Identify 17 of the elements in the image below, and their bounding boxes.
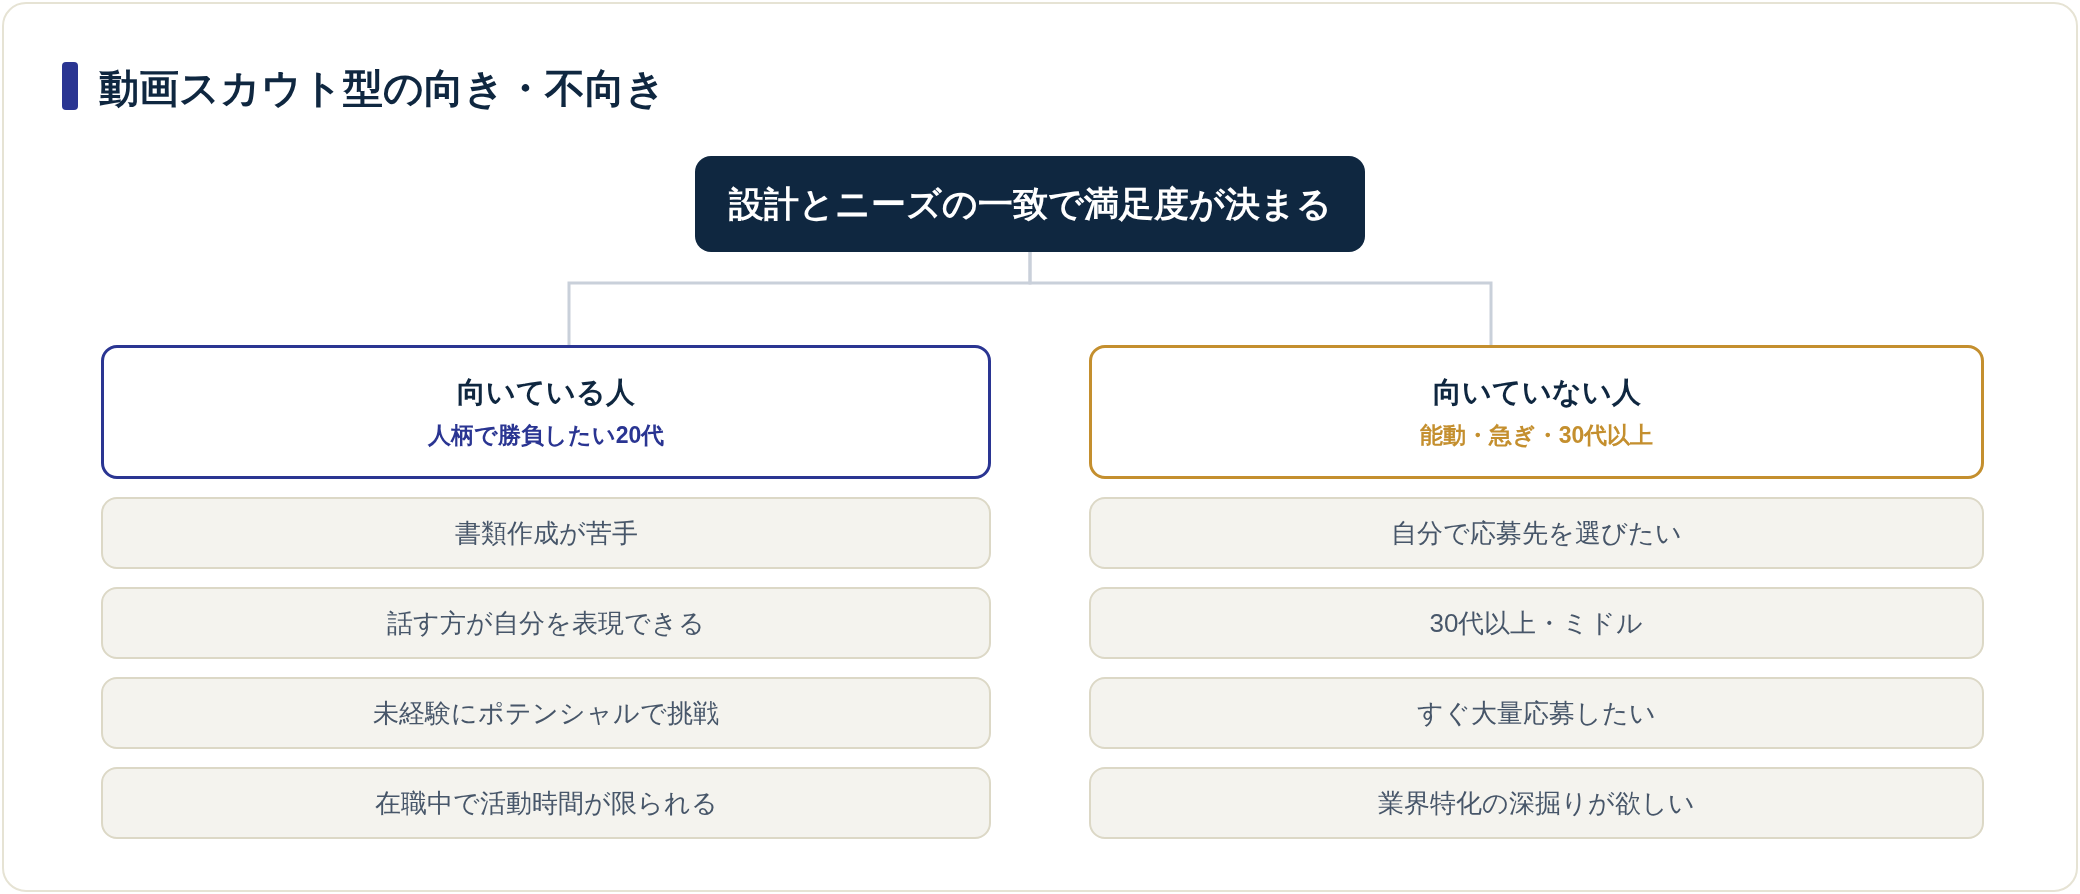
category-box [101, 345, 991, 479]
item-box: 未経験にポテンシャルで挑戦 [101, 677, 991, 749]
root-box: 設計とニーズの一致で満足度が決まる [695, 156, 1365, 252]
box-heading: 向いていない人 [1432, 375, 1641, 410]
item-box: 話す方が自分を表現できる [101, 587, 991, 659]
item-box: 在職中で活動時間が限られる [101, 767, 991, 839]
item-box: 業界特化の深掘りが欲しい [1089, 767, 1984, 839]
box-subtitle: 能動・急ぎ・30代以上 [1419, 421, 1654, 450]
box-subtitle: 人柄で勝負したい20代 [427, 421, 665, 450]
item-box: すぐ大量応募したい [1089, 677, 1984, 749]
diagram-title: 動画スカウト型の向き・不向き [99, 65, 666, 112]
item-box: 30代以上・ミドル [1089, 587, 1984, 659]
item-box: 自分で応募先を選びたい [1089, 497, 1984, 569]
item-box: 書類作成が苦手 [101, 497, 991, 569]
category-box [1089, 345, 1984, 479]
connector-line [1028, 252, 1493, 345]
box-heading: 向いている人 [457, 375, 635, 410]
